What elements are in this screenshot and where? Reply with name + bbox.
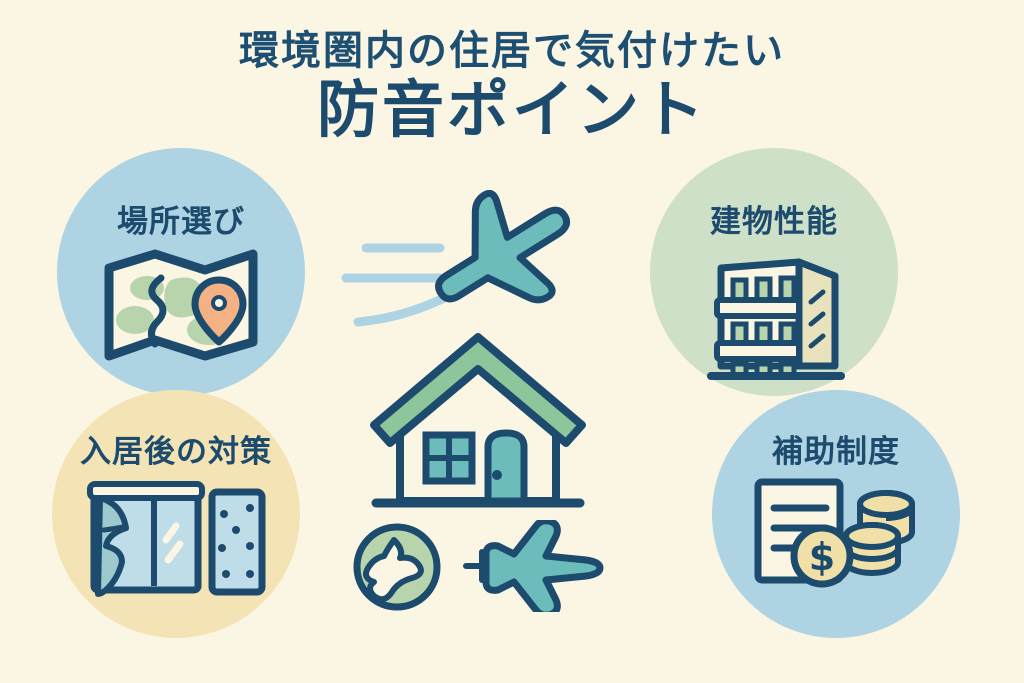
- bubble-post-movein-measures[interactable]: 入居後の対策: [52, 390, 300, 638]
- title-block: 環境圏内の住居で気付けたい 防音ポイント: [0, 28, 1024, 144]
- document-and-coins-icon: $: [712, 474, 960, 594]
- window-curtain-and-acoustic-panel-icon: [52, 478, 300, 604]
- airplane-taking-off-icon: [425, 189, 585, 334]
- region-outline-badge-icon: [350, 520, 444, 618]
- poster-subtitle: 環境圏内の住居で気付けたい: [239, 28, 785, 74]
- bubble-building-performance[interactable]: 建物性能: [650, 148, 898, 396]
- house-icon: [360, 325, 596, 521]
- bubble-label-location: 場所選び: [117, 204, 245, 240]
- motion-lines-icon: [340, 230, 490, 344]
- svg-text:$: $: [809, 535, 835, 579]
- bubble-label-building: 建物性能: [710, 204, 838, 240]
- apartment-building-icon: [650, 240, 898, 380]
- center-illustration-group: [320, 189, 704, 650]
- bubble-label-subsidy: 補助制度: [772, 434, 900, 470]
- bubble-location-selection[interactable]: 場所選び: [57, 148, 305, 396]
- bubble-label-measures: 入居後の対策: [80, 434, 272, 470]
- airplane-side-icon: [460, 517, 608, 619]
- folded-map-icon: [57, 246, 305, 364]
- poster-headline: 防音ポイント: [316, 73, 707, 146]
- bubble-subsidy-program[interactable]: 補助制度: [712, 390, 960, 638]
